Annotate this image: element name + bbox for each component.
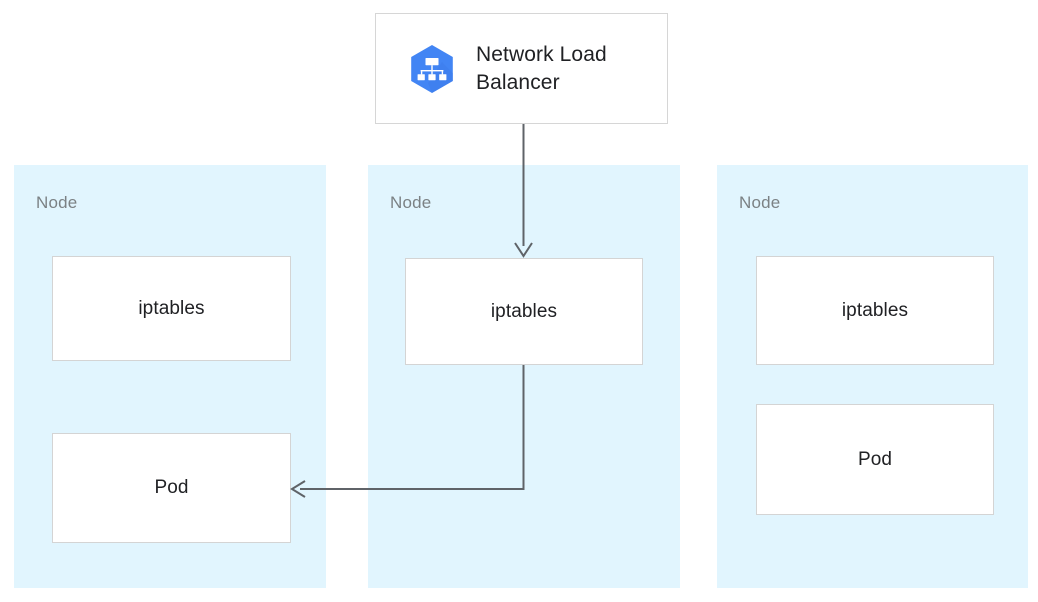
node-1-pod-box[interactable]: Pod (52, 433, 291, 543)
network-load-balancer-icon (411, 44, 453, 93)
node-panel-1: Node iptables Pod (14, 165, 326, 588)
box-label: iptables (138, 297, 205, 319)
node-2-iptables-box[interactable]: iptables (405, 258, 643, 365)
node-panel-2: Node iptables (368, 165, 680, 588)
node-panel-3: Node iptables Pod (717, 165, 1028, 588)
node-3-pod-box[interactable]: Pod (756, 404, 994, 515)
box-label: iptables (841, 299, 909, 321)
node-title: Node (36, 193, 78, 212)
box-label: Pod (154, 477, 189, 498)
network-load-balancer-card[interactable]: Network Load Balancer (375, 13, 668, 124)
node-title: Node (739, 193, 781, 212)
node-title: Node (390, 193, 432, 212)
box-label: iptables (490, 300, 558, 322)
node-1-iptables-box[interactable]: iptables (52, 256, 291, 361)
node-3-iptables-box[interactable]: iptables (756, 256, 994, 365)
box-label: Pod (857, 448, 893, 470)
network-load-balancer-label: Network Load Balancer (476, 42, 607, 94)
